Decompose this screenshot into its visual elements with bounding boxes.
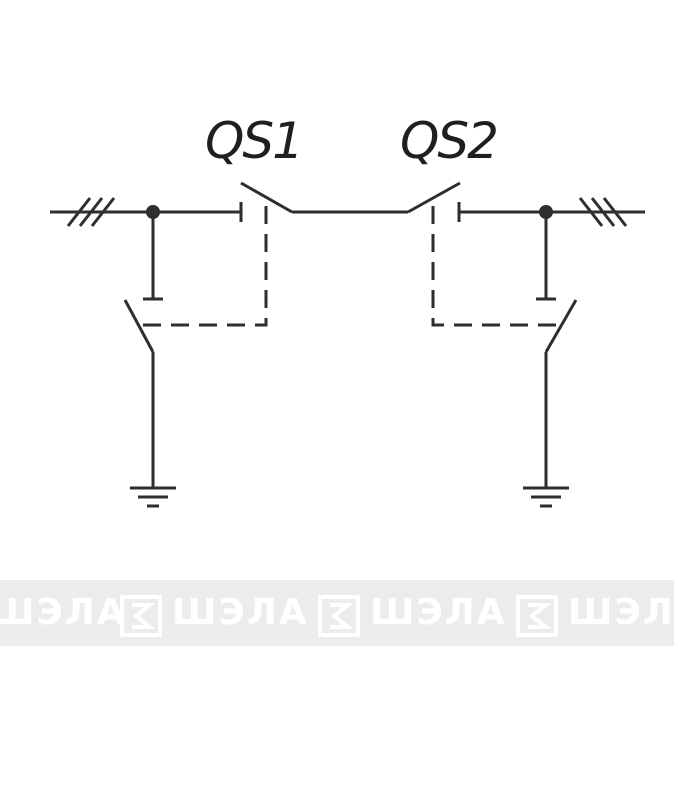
left-section xyxy=(50,181,408,508)
watermark-band: ШЭЛА ШЭЛА ШЭЛА ШЭЛА xyxy=(0,580,674,646)
watermark-text-2: ШЭЛА xyxy=(172,592,309,633)
watermark-logo-icon xyxy=(120,595,162,637)
watermark-text-3: ШЭЛА xyxy=(370,592,507,633)
earth-switch-blade-left xyxy=(123,299,155,353)
interlock-dash-left xyxy=(140,206,268,327)
three-phase-mark-left xyxy=(66,197,116,227)
ground-icon-left xyxy=(130,486,176,508)
earth-switch-blade-right xyxy=(544,299,578,353)
three-phase-mark-right xyxy=(578,197,628,227)
ground-icon-right xyxy=(523,486,569,508)
watermark-logo-icon xyxy=(318,595,360,637)
qs1-blade xyxy=(240,181,293,214)
interlock-dash-right xyxy=(431,206,560,327)
watermark-logo-icon xyxy=(516,595,558,637)
watermark-text-1: ШЭЛА xyxy=(0,592,127,633)
label-qs1: QS1 xyxy=(205,112,302,170)
qs2-blade xyxy=(407,181,461,214)
watermark-text-4: ШЭЛА xyxy=(568,592,674,633)
label-qs2: QS2 xyxy=(400,112,497,170)
right-section xyxy=(407,181,645,508)
